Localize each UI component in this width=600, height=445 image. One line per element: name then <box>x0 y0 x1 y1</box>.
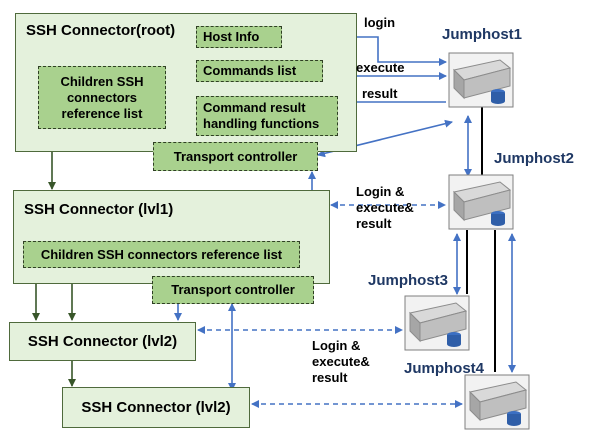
root-children-ref-box: Children SSH connectors reference list <box>38 66 166 129</box>
lvl1-connector-box: SSH Connector (lvl1) <box>13 190 330 284</box>
root-connector-title: SSH Connector(root) <box>26 22 176 39</box>
jumphost4-server-icon <box>464 374 530 430</box>
host-info-box: Host Info <box>196 26 282 48</box>
login-label: login <box>364 15 396 30</box>
lvl1-children-ref-label: Children SSH connectors reference list <box>40 246 283 262</box>
result-handling-box: Command result handling functions <box>196 96 338 136</box>
lvl2b-connector-title: SSH Connector (lvl2) <box>81 399 231 416</box>
commands-list-box: Commands list <box>196 60 323 82</box>
result-handling-label: Command result handling functions <box>203 100 320 131</box>
lvl2a-connector-box: SSH Connector (lvl2) <box>9 322 196 361</box>
jumphost4-label: Jumphost4 <box>404 360 485 377</box>
root-children-ref-label: Children SSH connectors reference list <box>60 73 144 121</box>
jumphost2-server-icon <box>448 174 514 230</box>
login-execute-result-label-2: Login & execute& result <box>312 338 370 385</box>
jumphost3-label: Jumphost3 <box>368 272 449 289</box>
lvl2a-connector-title: SSH Connector (lvl2) <box>27 333 178 350</box>
jumphost2-label: Jumphost2 <box>494 150 575 167</box>
lvl1-transport-controller-label: Transport controller <box>171 282 295 297</box>
commands-list-label: Commands list <box>203 63 297 78</box>
root-transport-controller-label: Transport controller <box>173 148 298 164</box>
lvl1-transport-controller-box: Transport controller <box>152 276 314 304</box>
host-info-label: Host Info <box>203 29 260 44</box>
execute-label: execute <box>356 60 405 75</box>
root-transport-controller-box: Transport controller <box>153 142 318 171</box>
jumphost3-server-icon <box>404 295 470 351</box>
jumphost1-server-icon <box>448 52 514 108</box>
lvl1-children-ref-box: Children SSH connectors reference list <box>23 241 300 268</box>
jumphost1-label: Jumphost1 <box>442 26 523 43</box>
lvl1-connector-title: SSH Connector (lvl1) <box>24 201 174 218</box>
login-execute-result-label-1: Login & execute& result <box>356 184 414 231</box>
result-label: result <box>362 86 398 101</box>
lvl2b-connector-box: SSH Connector (lvl2) <box>62 387 250 428</box>
